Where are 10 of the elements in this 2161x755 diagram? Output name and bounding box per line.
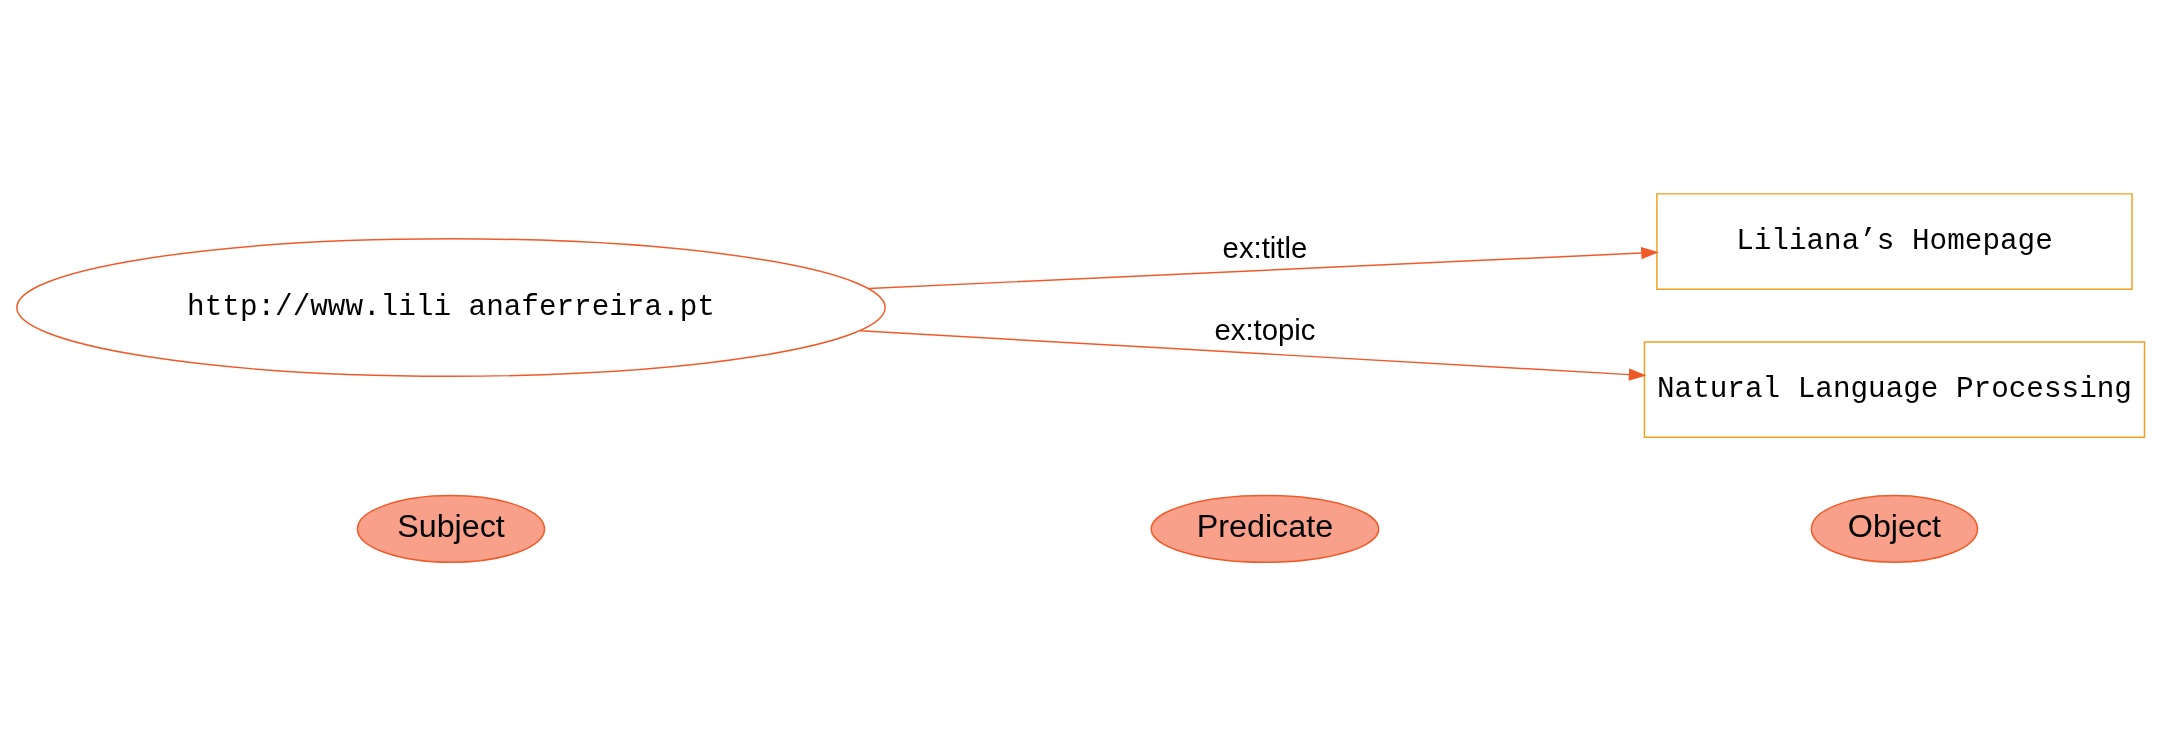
node-ellipse: http://www.lili anaferreira.pt xyxy=(16,237,886,377)
arrow xyxy=(859,329,1647,381)
node-ellipse: Predicate xyxy=(1150,494,1380,563)
arrow xyxy=(867,246,1659,289)
node-ellipse: Object xyxy=(1810,494,1979,563)
node-box: Liliana’s Homepage xyxy=(1656,192,2133,290)
node-ellipse: Subject xyxy=(356,494,546,563)
edge-label: ex:title xyxy=(1222,230,1308,264)
edge-label: ex:topic xyxy=(1214,312,1316,346)
node-box: Natural Language Processing xyxy=(1643,340,2146,438)
